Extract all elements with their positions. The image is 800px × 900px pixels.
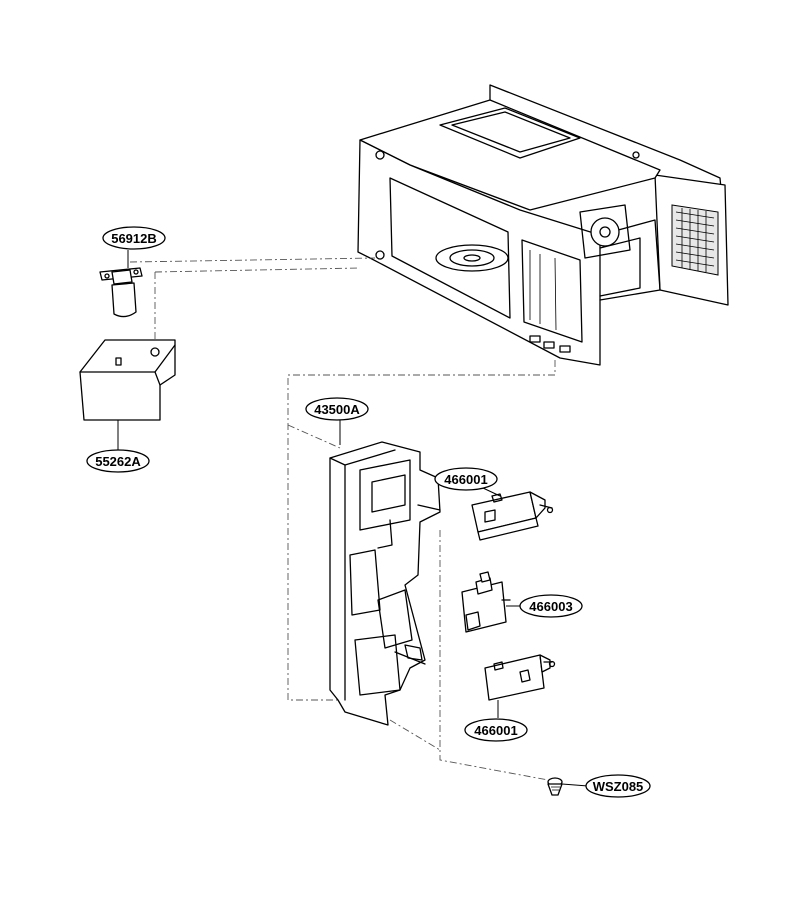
- callout-label: 466001: [474, 723, 517, 738]
- callout-55262A: 55262A: [86, 449, 150, 473]
- callout-label: 466003: [529, 599, 572, 614]
- callout-56912B: 56912B: [102, 226, 166, 250]
- assembly-guide-lines: [129, 257, 556, 781]
- switch-part-466003: [461, 571, 520, 633]
- callout-label: 56912B: [111, 231, 157, 246]
- microwave-chassis: [357, 84, 729, 366]
- switch-part-466001-top: [471, 487, 554, 541]
- callout-466001-top: 466001: [434, 467, 498, 491]
- callout-label: 466001: [444, 472, 487, 487]
- callout-466003: 466003: [519, 594, 583, 618]
- latch-frame-part-43500A: [329, 420, 441, 726]
- lamp-part-56912B: [99, 250, 143, 318]
- turntable-motor: [579, 204, 631, 259]
- callout-label: 55262A: [95, 454, 141, 469]
- callout-label: 43500A: [314, 402, 360, 417]
- callout-466001-bottom: 466001: [464, 718, 528, 742]
- vent-grille: [671, 204, 719, 276]
- bracket-part-55262A: [79, 339, 176, 450]
- callout-WSZ085: WSZ085: [585, 774, 651, 798]
- screw-part-WSZ085: [547, 777, 589, 796]
- callout-43500A: 43500A: [305, 397, 369, 421]
- switch-part-466001-bottom: [484, 654, 556, 718]
- callout-label: WSZ085: [593, 779, 644, 794]
